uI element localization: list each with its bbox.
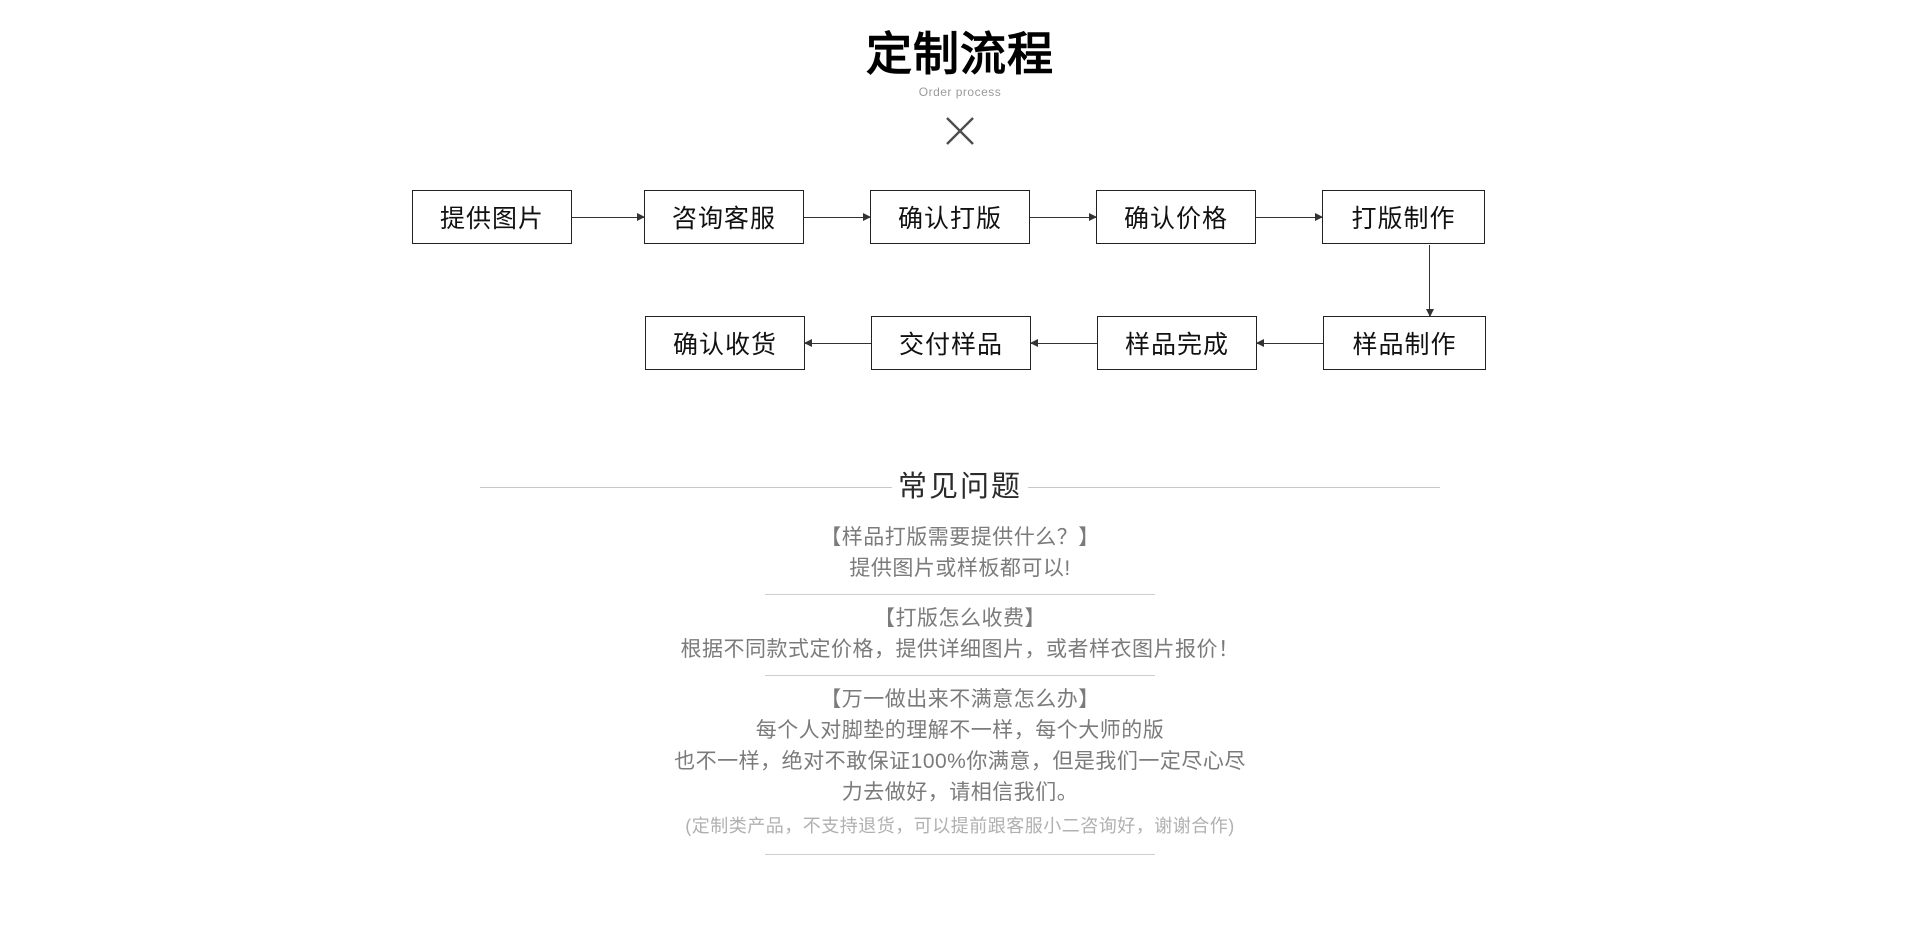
faq-question: 【打版怎么收费】 [874,607,1046,630]
flow-step-pattern-making[interactable]: 打版制作 [1322,190,1485,244]
faq-divider-1 [765,594,1155,595]
arrow-head-left-icon [1030,339,1038,347]
flow-arrow-line [1429,245,1430,316]
flow-arrow-7 [1030,339,1097,347]
flow-arrow-line [805,342,871,344]
x-cross-icon [0,114,1920,148]
faq-question: 【样品打版需要提供什么？】 [820,526,1100,549]
process-flowchart: 提供图片 咨询客服 确认打版 确认价格 打版制作 [0,190,1920,390]
faq-item-1: 【样品打版需要提供什么？】 提供图片或样板都可以! [0,522,1920,584]
flow-arrow-line [1256,216,1322,218]
flow-arrow-line [1257,342,1323,344]
flow-arrow-line [804,216,870,218]
faq-list: 【样品打版需要提供什么？】 提供图片或样板都可以! 【打版怎么收费】 根据不同款… [0,522,1920,855]
faq-answer-line: 根据不同款式定价格，提供详细图片，或者样衣图片报价！ [680,638,1240,661]
flow-step-confirm-pattern[interactable]: 确认打版 [870,190,1030,244]
flow-step-deliver-sample[interactable]: 交付样品 [871,316,1031,370]
flow-step-confirm-price[interactable]: 确认价格 [1096,190,1256,244]
flow-arrow-line [1030,216,1096,218]
flow-step-sample-making[interactable]: 样品制作 [1323,316,1486,370]
flow-arrow-8 [804,339,871,347]
flowchart-row-2: 确认收货 交付样品 样品完成 样品制作 [645,316,1486,370]
faq-answer-line: 力去做好，请相信我们。 [841,781,1079,804]
flow-arrow-line [572,216,644,218]
arrow-head-right-icon [863,213,871,221]
arrow-head-left-icon [804,339,812,347]
page-subtitle: Order process [918,85,1002,99]
flowchart-row-1: 提供图片 咨询客服 确认打版 确认价格 打版制作 [412,190,1485,244]
arrow-head-left-icon [1256,339,1264,347]
flow-arrow-6 [1256,339,1323,347]
flow-arrow-vertical [1426,245,1434,317]
faq-heading-rule-left [480,486,892,488]
faq-section: 常见问题 【样品打版需要提供什么？】 提供图片或样板都可以! 【打版怎么收费】 … [0,468,1920,855]
flow-step-provide-image[interactable]: 提供图片 [412,190,572,244]
faq-heading-rule-right [1028,486,1441,488]
flow-arrow-3 [1030,213,1097,221]
faq-heading-row: 常见问题 [480,468,1441,506]
flow-arrow-1 [572,213,645,221]
faq-item-2: 【打版怎么收费】 根据不同款式定价格，提供详细图片，或者样衣图片报价！ [0,603,1920,665]
flow-step-sample-complete[interactable]: 样品完成 [1097,316,1257,370]
faq-answer-line: 每个人对脚垫的理解不一样，每个大师的版 [755,719,1165,742]
flow-arrow-4 [1256,213,1323,221]
faq-heading-title: 常见问题 [898,471,1023,503]
flow-step-consult-service[interactable]: 咨询客服 [644,190,804,244]
faq-answer-line: 也不一样，绝对不敢保证100%你满意，但是我们一定尽心尽 [674,750,1246,773]
flow-step-confirm-receipt[interactable]: 确认收货 [645,316,805,370]
page-title: 定制流程 [866,28,1054,80]
faq-note: (定制类产品，不支持退货，可以提前跟客服小二咨询好，谢谢合作) [685,816,1235,836]
faq-answer-line: 提供图片或样板都可以! [849,557,1071,580]
flow-arrow-2 [804,213,871,221]
arrow-head-right-icon [1315,213,1323,221]
faq-divider-2 [765,675,1155,676]
arrow-head-right-icon [1089,213,1097,221]
flow-arrow-line [1031,342,1097,344]
faq-bottom-divider [765,854,1155,855]
faq-item-3: 【万一做出来不满意怎么办】 每个人对脚垫的理解不一样，每个大师的版 也不一样，绝… [0,684,1920,808]
faq-question: 【万一做出来不满意怎么办】 [820,688,1100,711]
arrow-head-down-icon [1426,309,1434,317]
page-header: 定制流程 Order process [0,26,1920,148]
arrow-head-right-icon [637,213,645,221]
